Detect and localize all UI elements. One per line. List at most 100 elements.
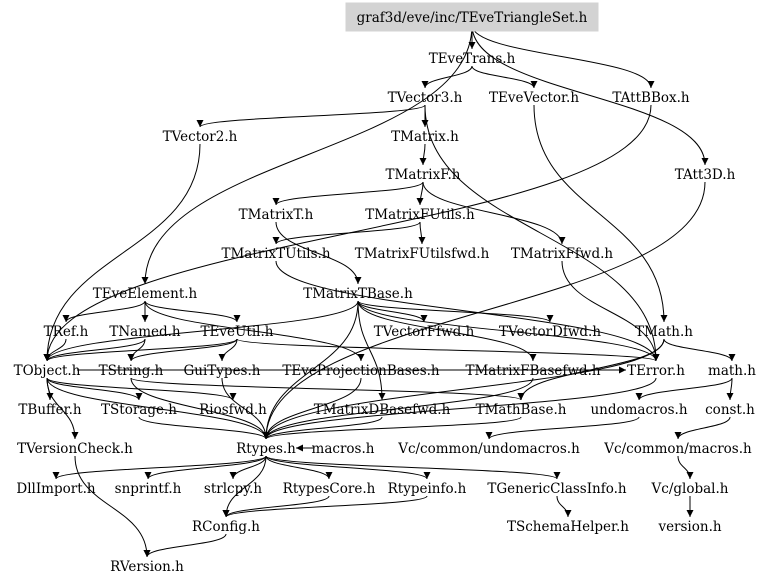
node-riosfwd[interactable]: Riosfwd.h bbox=[199, 402, 267, 418]
node-snprintf[interactable]: snprintf.h bbox=[115, 481, 182, 497]
edge-undomacros-to-vc-undomacros bbox=[485, 416, 640, 440]
edge-rtypes-to-rconfig bbox=[222, 455, 267, 518]
node-terror[interactable]: TError.h bbox=[627, 363, 685, 379]
node-tvector-ffwd[interactable]: TVectorFfwd.h bbox=[374, 324, 475, 340]
node-tmath-base[interactable]: TMathBase.h bbox=[476, 402, 567, 418]
node-tstring[interactable]: TString.h bbox=[99, 363, 164, 379]
node-vc-global[interactable]: Vc/global.h bbox=[651, 481, 729, 497]
edge-rtypes-to-tgeneric-class-info bbox=[265, 455, 561, 480]
edge-math-h-to-undomacros bbox=[635, 377, 733, 401]
node-teve-trans[interactable]: TEveTrans.h bbox=[429, 51, 516, 67]
edge-tstorage-to-rtypes bbox=[138, 416, 270, 440]
edge-teve-util-to-gui-types bbox=[218, 338, 238, 362]
edge-tmatrix-tbase-to-tmatrix-dbasefwd bbox=[357, 300, 386, 401]
node-dll-import[interactable]: DllImport.h bbox=[16, 481, 96, 497]
node-gui-types[interactable]: GuiTypes.h bbox=[184, 363, 261, 379]
node-teve-proj-bases[interactable]: TEveProjectionBases.h bbox=[282, 363, 440, 379]
node-tmatrix-dbasefwd[interactable]: TMatrixDBasefwd.h bbox=[314, 402, 451, 418]
node-rversion[interactable]: RVersion.h bbox=[110, 559, 184, 575]
node-tmatrix-ffwd[interactable]: TMatrixFfwd.h bbox=[511, 246, 614, 262]
edge-tmatrix-tbase-to-tobject bbox=[43, 300, 359, 362]
node-tmatrix-futils[interactable]: TMatrixFUtils.h bbox=[365, 207, 475, 223]
node-tmatrix-fbasefwd[interactable]: TMatrixFBasefwd.h bbox=[465, 363, 600, 379]
edge-tmatrix-ffwd-to-terror bbox=[561, 260, 660, 362]
node-tmatrix-tbase[interactable]: TMatrixTBase.h bbox=[303, 286, 413, 302]
edge-teve-trans-to-tvector3 bbox=[421, 65, 473, 89]
nodes-layer: graf3d/eve/inc/TEveTriangleSet.hTEveTran… bbox=[14, 10, 757, 575]
node-tmatrix-f[interactable]: TMatrixF.h bbox=[386, 167, 461, 183]
node-tatt3d[interactable]: TAtt3D.h bbox=[675, 167, 736, 183]
node-const-h[interactable]: const.h bbox=[705, 402, 755, 418]
edge-teve-util-to-tstring bbox=[127, 338, 238, 362]
node-rtypes-core[interactable]: RtypesCore.h bbox=[283, 481, 376, 497]
node-tmatrix-tutils[interactable]: TMatrixTUtils.h bbox=[221, 246, 330, 262]
edges-layer bbox=[43, 24, 736, 558]
node-tbuffer[interactable]: TBuffer.h bbox=[18, 402, 81, 418]
edge-tnamed-to-tobject bbox=[43, 338, 146, 362]
node-macros[interactable]: macros.h bbox=[312, 441, 375, 457]
edge-tmatrix-tutils-to-terror bbox=[275, 260, 660, 362]
edge-root-to-tatt-bbox bbox=[471, 24, 655, 89]
node-rtypeinfo[interactable]: Rtypeinfo.h bbox=[388, 481, 467, 497]
edge-rtypes-to-snprintf bbox=[144, 455, 267, 480]
node-tnamed[interactable]: TNamed.h bbox=[109, 324, 181, 340]
edge-tmatrix-to-tmatrix-f bbox=[419, 143, 427, 166]
edge-tversion-check-to-rversion bbox=[74, 455, 151, 558]
edge-rtypeinfo-to-rconfig bbox=[222, 495, 428, 518]
edge-math-h-to-const-h bbox=[726, 377, 734, 401]
edge-tmatrix-dbasefwd-to-rtypes bbox=[262, 416, 383, 440]
edge-tobject-to-tstorage bbox=[46, 377, 143, 401]
node-tmatrix-futilsfwd[interactable]: TMatrixFUtilsfwd.h bbox=[355, 246, 490, 262]
edge-tatt3d-to-rtypes bbox=[262, 181, 706, 440]
edge-tmatrix-tbase-to-tmatrix-fbasefwd bbox=[357, 300, 537, 362]
edge-tmatrix-tbase-to-tvector-ffwd bbox=[357, 300, 428, 323]
node-tobject[interactable]: TObject.h bbox=[14, 363, 81, 379]
node-tversion-check[interactable]: TVersionCheck.h bbox=[17, 441, 133, 457]
edge-tmath-base-to-rtypes bbox=[262, 416, 522, 440]
edge-tmatrix-f-to-tmatrix-futils bbox=[416, 181, 424, 206]
node-tvector3[interactable]: TVector3.h bbox=[388, 90, 463, 106]
edge-tmatrix-t-to-tmatrix-tbase bbox=[275, 221, 362, 285]
edge-rtypes-core-to-rconfig bbox=[222, 495, 330, 518]
node-tmath-h[interactable]: TMath.h bbox=[635, 324, 693, 340]
edge-tobject-to-tversion-check bbox=[46, 377, 79, 440]
edge-rtypes-to-dll-import bbox=[52, 455, 267, 480]
node-vc-macros[interactable]: Vc/common/macros.h bbox=[603, 441, 752, 457]
edge-tmath-h-to-rtypes bbox=[262, 338, 665, 440]
node-tgeneric-class-info[interactable]: TGenericClassInfo.h bbox=[487, 481, 627, 497]
node-tvector2[interactable]: TVector2.h bbox=[163, 129, 238, 145]
node-version[interactable]: version.h bbox=[657, 519, 721, 535]
node-tvector-dfwd[interactable]: TVectorDfwd.h bbox=[499, 324, 601, 340]
node-undomacros[interactable]: undomacros.h bbox=[590, 402, 687, 418]
edge-vc-macros-to-vc-global bbox=[677, 455, 694, 480]
node-root[interactable]: graf3d/eve/inc/TEveTriangleSet.h bbox=[357, 10, 588, 26]
edge-tvector3-to-terror bbox=[424, 104, 660, 362]
edge-rtypes-to-strlcpy bbox=[229, 455, 267, 480]
edge-tobject-to-rtypes bbox=[46, 377, 270, 440]
node-rconfig[interactable]: RConfig.h bbox=[192, 519, 260, 535]
node-tmatrix[interactable]: TMatrix.h bbox=[391, 129, 459, 145]
edge-tstring-to-rtypes bbox=[130, 377, 270, 440]
node-teve-vector[interactable]: TEveVector.h bbox=[489, 90, 579, 106]
node-tstorage[interactable]: TStorage.h bbox=[101, 402, 177, 418]
node-tschema-helper[interactable]: TSchemaHelper.h bbox=[507, 519, 629, 535]
edge-tstring-to-tmath-base bbox=[130, 377, 525, 401]
node-math-h[interactable]: math.h bbox=[708, 363, 756, 379]
node-strlcpy[interactable]: strlcpy.h bbox=[204, 481, 262, 497]
node-vc-undomacros[interactable]: Vc/common/undomacros.h bbox=[397, 441, 580, 457]
edge-tmatrix-fbasefwd-to-rtypes bbox=[262, 377, 534, 440]
node-tref[interactable]: TRef.h bbox=[44, 324, 89, 340]
node-rtypes[interactable]: Rtypes.h bbox=[236, 441, 296, 457]
edge-root-to-teve-element bbox=[141, 24, 473, 285]
node-tmatrix-t[interactable]: TMatrixT.h bbox=[239, 207, 314, 223]
edge-tmatrix-tbase-to-tvector-dfwd bbox=[357, 300, 554, 323]
node-teve-element[interactable]: TEveElement.h bbox=[93, 286, 198, 302]
edge-rtypes-to-rtypeinfo bbox=[265, 455, 431, 480]
edge-teve-element-to-teve-proj-bases bbox=[144, 300, 365, 362]
node-tatt-bbox[interactable]: TAttBBox.h bbox=[612, 90, 690, 106]
edge-terror-to-rtypes bbox=[262, 377, 657, 440]
edge-tmatrix-f-to-tmatrix-t bbox=[272, 181, 424, 206]
edge-teve-element-to-tref bbox=[62, 300, 146, 323]
node-teve-util[interactable]: TEveUtil.h bbox=[201, 324, 274, 340]
edge-tvector3-to-tvector2 bbox=[196, 104, 426, 128]
